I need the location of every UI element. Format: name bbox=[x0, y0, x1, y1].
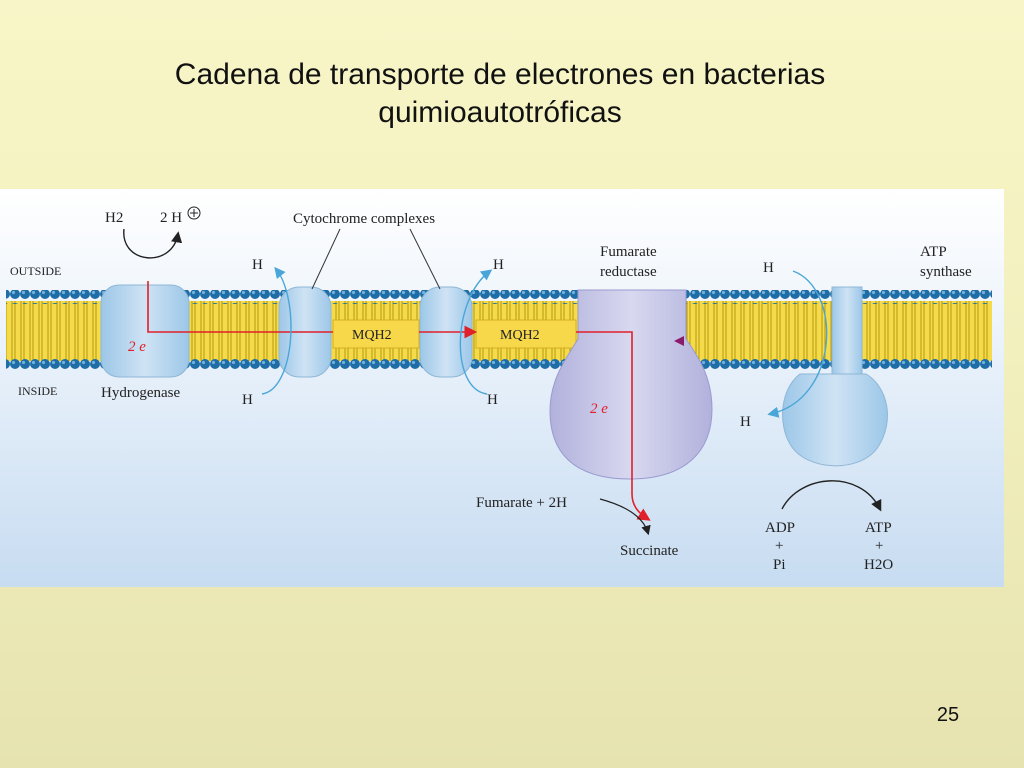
inside-label: INSIDE bbox=[18, 384, 57, 398]
h-plus-inside-1: H bbox=[242, 392, 253, 408]
adp-plus-label: + bbox=[775, 538, 783, 554]
h-plus-outside-2: H bbox=[493, 257, 504, 273]
mqh2-box-1 bbox=[332, 319, 420, 349]
outside-label: OUTSIDE bbox=[10, 264, 61, 278]
mqh2-label-1: MQH2 bbox=[352, 328, 392, 343]
electron-path bbox=[147, 281, 651, 521]
title-line-1: Cadena de transporte de electrones en ba… bbox=[174, 58, 826, 91]
mqh2-label-2: MQH2 bbox=[500, 328, 540, 343]
h2-oxidation-arrow bbox=[123, 228, 183, 259]
proton-arrows bbox=[261, 266, 828, 418]
h2o-label: H2O bbox=[864, 557, 893, 573]
title-line-2: quimioautotróficas bbox=[378, 96, 622, 129]
fumarate-reductase-protein bbox=[549, 289, 713, 480]
adp-label: ADP bbox=[765, 520, 795, 536]
succinate-label: Succinate bbox=[620, 543, 679, 559]
hydrogenase-protein bbox=[100, 284, 190, 378]
fumarate-equation-label: Fumarate + 2H bbox=[476, 495, 567, 511]
pi-label: Pi bbox=[773, 557, 786, 573]
hydrogenase-label: Hydrogenase bbox=[101, 385, 180, 401]
diagram-svg: OUTSIDE INSIDE H2 2 H Cytochrome complex… bbox=[0, 189, 1004, 587]
electron-transport-diagram: OUTSIDE INSIDE H2 2 H Cytochrome complex… bbox=[0, 189, 1004, 587]
plus-circle-icon bbox=[187, 206, 201, 220]
adp-to-atp-arrow bbox=[781, 480, 882, 512]
h2-label: H2 bbox=[105, 210, 123, 226]
atp-synthase-label-1: ATP bbox=[920, 244, 947, 260]
two-h-plus-label: 2 H bbox=[160, 210, 182, 226]
atp-label: ATP bbox=[865, 520, 892, 536]
atp-plus-label: + bbox=[875, 538, 883, 554]
h-plus-outside-3: H bbox=[763, 260, 774, 276]
fumarate-reductase-label-1: Fumarate bbox=[600, 244, 657, 260]
h-plus-outside-1: H bbox=[252, 257, 263, 273]
fumarate-reductase-label-2: reductase bbox=[600, 264, 657, 280]
two-electrons-label-2: 2 e bbox=[590, 401, 608, 417]
h-plus-inside-2: H bbox=[487, 392, 498, 408]
atp-synthase-label-2: synthase bbox=[920, 264, 972, 280]
page-number: 25 bbox=[936, 704, 960, 726]
two-electrons-label-1: 2 e bbox=[128, 339, 146, 355]
slide-title: Cadena de transporte de electrones en ba… bbox=[100, 56, 900, 132]
cytochrome-complexes-label: Cytochrome complexes bbox=[293, 211, 435, 227]
reductase-marker bbox=[674, 336, 684, 346]
cytochrome-leader-lines bbox=[311, 228, 441, 290]
fumarate-to-succinate-arrow bbox=[599, 498, 651, 536]
atp-synthase-protein bbox=[782, 286, 888, 467]
h-plus-inside-3: H bbox=[740, 414, 751, 430]
